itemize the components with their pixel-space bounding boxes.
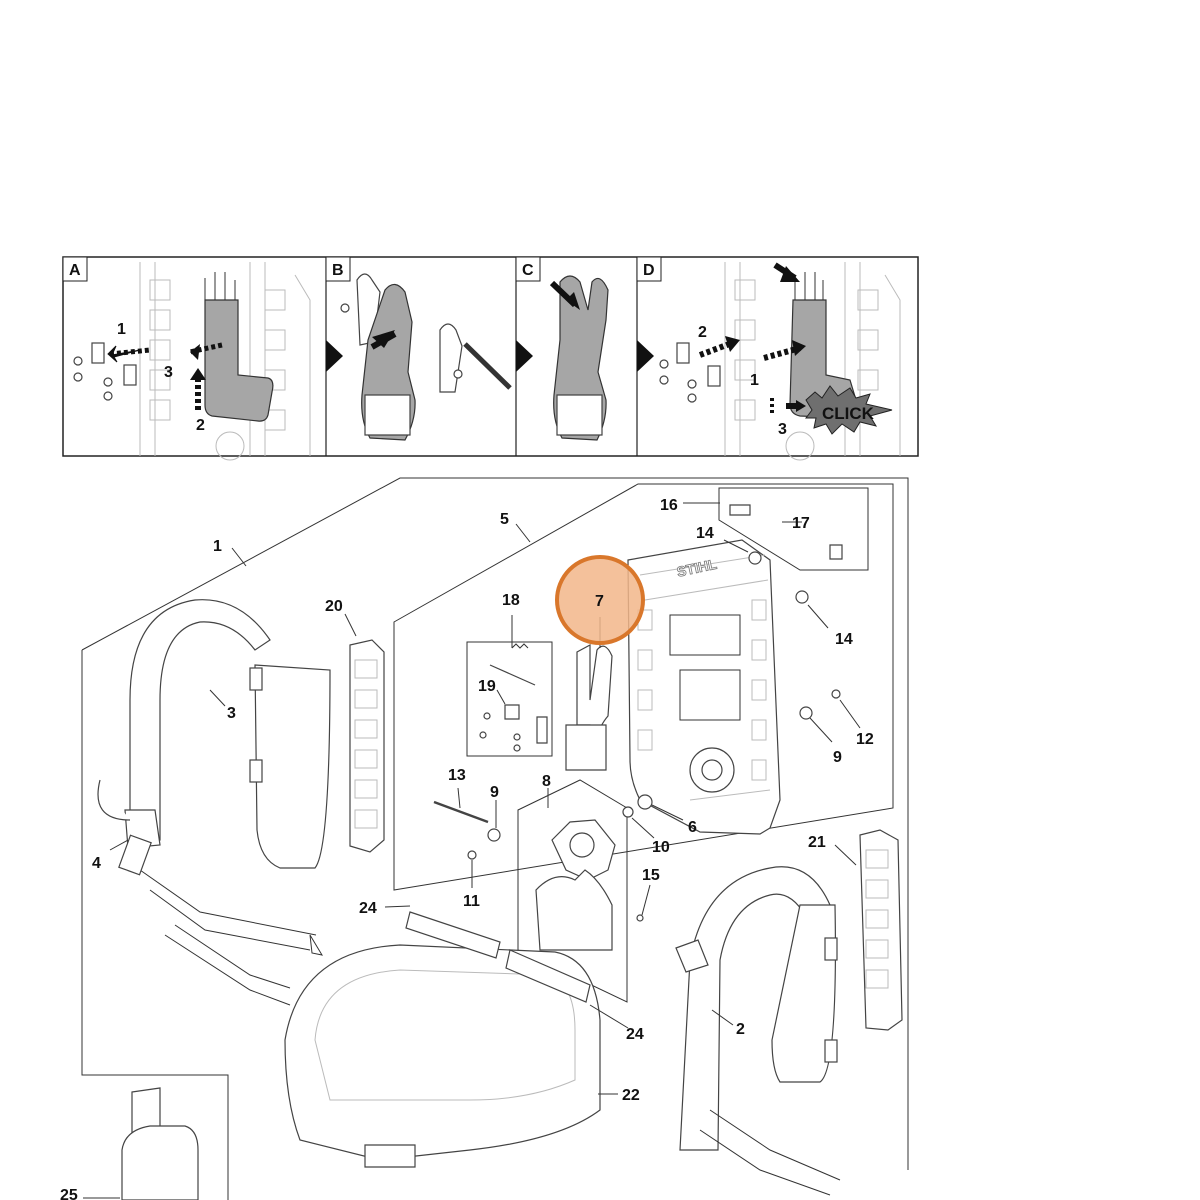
callout-5[interactable]: 5 [500,511,509,528]
part-back-plate-20 [349,639,385,853]
panel-a: A 1 2 3 [62,256,311,461]
panel-b-letter: B [332,262,344,279]
arrow-icon-d-top [780,266,800,282]
panel-b: B [325,256,512,441]
callout-9b[interactable]: 9 [833,749,842,766]
arrow-icon-a3 [190,344,200,360]
highlight-marker-item-7[interactable] [555,555,645,645]
callout-14a[interactable]: 14 [696,525,714,542]
arrow-icon-d3 [796,400,806,412]
part-pouch-25 [121,1087,199,1200]
callout-14b[interactable]: 14 [835,631,853,648]
arrow-icon-d2 [725,336,740,352]
callout-25[interactable]: 25 [60,1187,78,1200]
step-triangle-icon-d [637,340,654,372]
callout-10[interactable]: 10 [652,839,670,856]
callout-19[interactable]: 19 [478,678,496,695]
arrow-icon-c [566,292,580,310]
callout-6[interactable]: 6 [688,819,697,836]
callout-12[interactable]: 12 [856,731,874,748]
callout-15[interactable]: 15 [642,867,660,884]
instruction-strip: A 1 2 3 [62,256,919,461]
callout-16[interactable]: 16 [660,497,678,514]
callout-7[interactable]: 7 [595,593,604,610]
callout-17[interactable]: 17 [792,515,810,532]
callout-20[interactable]: 20 [325,598,343,615]
part-harness-right [675,829,903,1196]
part-latch-7 [565,643,613,771]
callout-22[interactable]: 22 [622,1087,640,1104]
click-burst-icon [805,385,893,435]
callout-13[interactable]: 13 [448,767,466,784]
step-triangle-icon-c [516,340,533,372]
part-backplate-5: STIHL [627,539,781,835]
callout-8[interactable]: 8 [542,773,551,790]
latch-part-a [204,272,274,422]
panel-a-step-3: 3 [164,364,173,381]
arrow-icon-d1 [792,340,806,356]
part-hip-belt-22 [284,911,601,1168]
panel-a-step-2: 2 [196,417,205,434]
arrow-icon-a2 [190,368,206,380]
panel-c-letter: C [522,262,534,279]
panel-a-step-1: 1 [117,321,126,338]
callout-11[interactable]: 11 [463,893,480,910]
arrow-icon-b [372,330,395,348]
callout-1[interactable]: 1 [213,538,222,555]
callout-labels: 1 2 3 4 5 6 7 8 9 9 10 11 12 13 14 14 15… [60,497,874,1200]
screws-a [73,342,137,401]
callout-24a[interactable]: 24 [359,900,377,917]
callout-4[interactable]: 4 [92,855,101,872]
panel-d: D CLICK 1 2 3 [636,256,901,461]
panel-c: C [515,256,609,441]
callout-21[interactable]: 21 [808,834,826,851]
panel-d-step-3: 3 [778,421,787,438]
part-harness-left [97,599,331,1006]
part-small-hardware [433,504,843,922]
housing-sketch-a [139,262,311,461]
callout-18[interactable]: 18 [502,592,520,609]
callout-3[interactable]: 3 [227,705,236,722]
callout-24b[interactable]: 24 [626,1026,644,1043]
callout-9a[interactable]: 9 [490,784,499,801]
panel-a-letter: A [69,262,81,279]
click-label: CLICK [822,404,875,423]
panel-d-step-1: 1 [750,372,759,389]
step-triangle-icon-b [326,340,343,372]
panel-d-step-2: 2 [698,324,707,341]
exploded-view-frames [81,477,909,1200]
panel-d-letter: D [643,262,655,279]
housing-sketch-d [724,262,901,461]
callout-2[interactable]: 2 [736,1021,745,1038]
part-bracket-8 [535,819,616,951]
